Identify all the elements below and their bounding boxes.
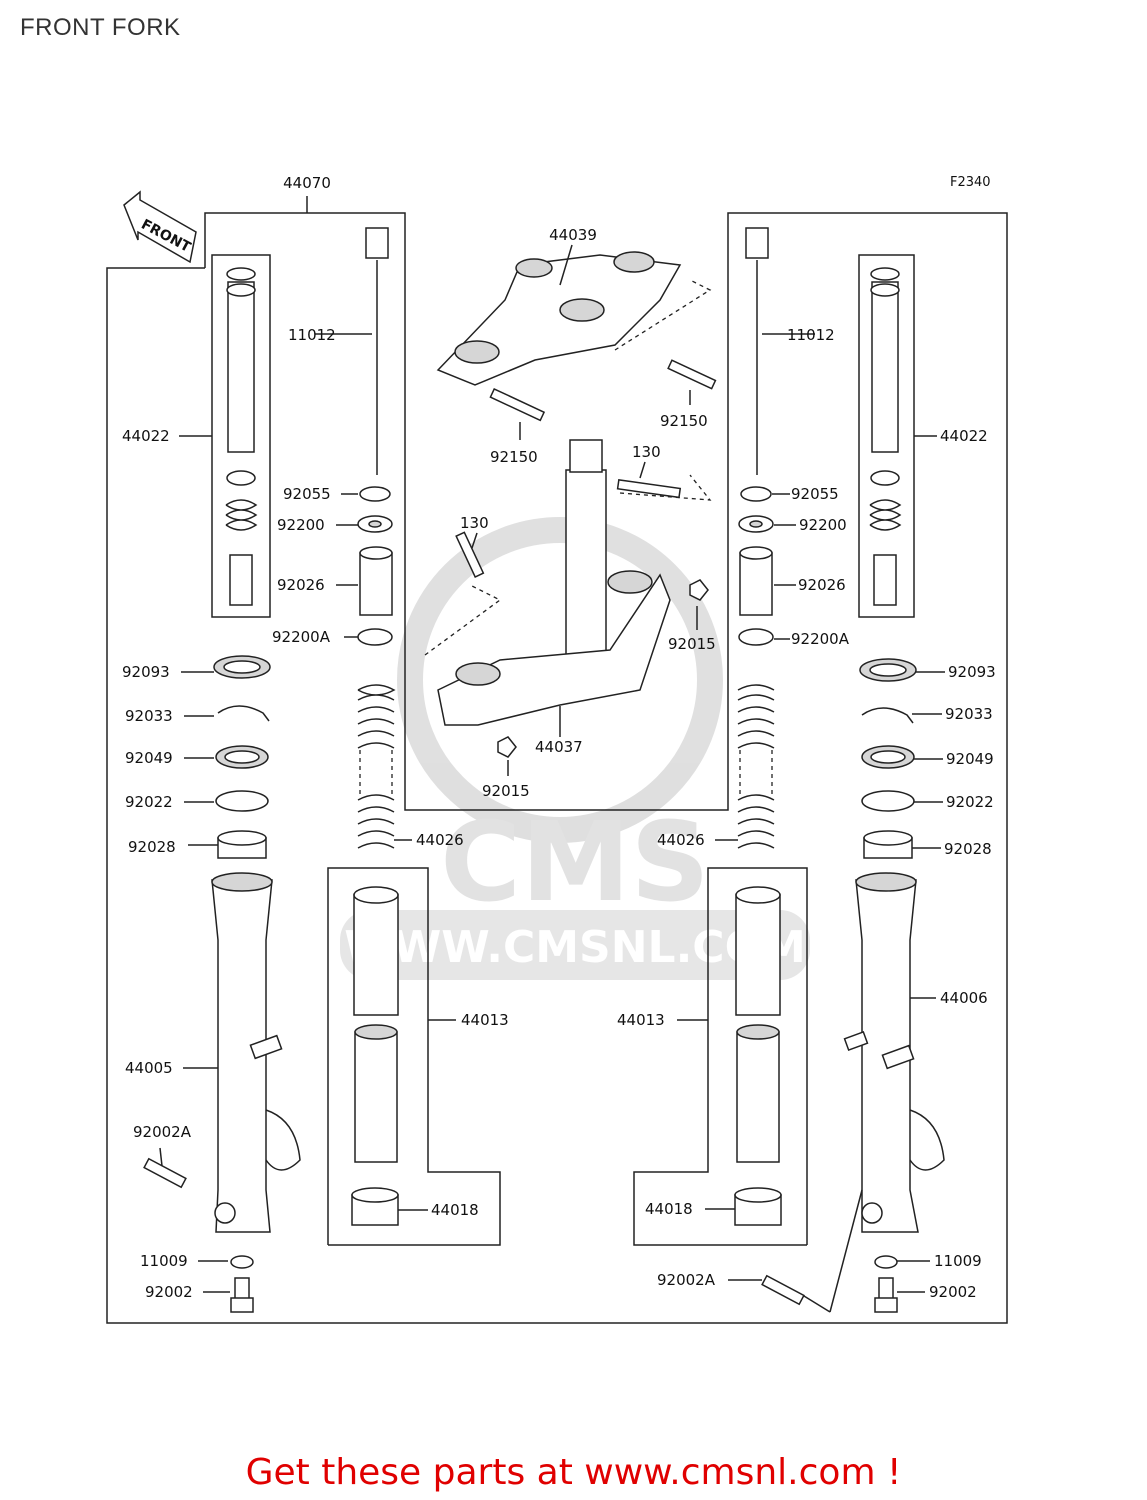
callout-92002-right: 92002 bbox=[929, 1283, 977, 1301]
callout-44039: 44039 bbox=[549, 226, 597, 244]
callout-92055-right: 92055 bbox=[791, 485, 839, 503]
watermark-logo: CMS bbox=[440, 798, 709, 926]
callout-44022-left: 44022 bbox=[122, 427, 170, 445]
callout-44006: 44006 bbox=[940, 989, 988, 1007]
callout-92015-upper: 92015 bbox=[668, 635, 716, 653]
callout-92200-right: 92200 bbox=[799, 516, 847, 534]
watermark: CMS WWW.CMSNL.COM bbox=[340, 517, 810, 980]
callout-92033-left: 92033 bbox=[125, 707, 173, 725]
callout-92022-right: 92022 bbox=[946, 793, 994, 811]
callout-92002A-right: 92002A bbox=[657, 1271, 716, 1289]
callout-11009-right: 11009 bbox=[934, 1252, 982, 1270]
callout-11012-left: 11012 bbox=[288, 326, 336, 344]
callout-92093-left: 92093 bbox=[122, 663, 170, 681]
diagram-ref: F2340 bbox=[950, 175, 991, 190]
page-title: FRONT FORK bbox=[20, 14, 181, 41]
callout-92002A-left: 92002A bbox=[133, 1123, 192, 1141]
callout-92026-left: 92026 bbox=[277, 576, 325, 594]
callout-92150-left: 92150 bbox=[490, 448, 538, 466]
callout-44013-right: 44013 bbox=[617, 1011, 665, 1029]
callout-92028-left: 92028 bbox=[128, 838, 176, 856]
callout-130-left: 130 bbox=[460, 514, 489, 532]
callout-44022-right: 44022 bbox=[940, 427, 988, 445]
callout-130-right: 130 bbox=[632, 443, 661, 461]
callout-92055-left: 92055 bbox=[283, 485, 331, 503]
assembly-frame bbox=[106, 212, 1008, 1324]
callout-92200A-right: 92200A bbox=[791, 630, 850, 648]
watermark-url: WWW.CMSNL.COM bbox=[344, 922, 806, 973]
callout-92093-right: 92093 bbox=[948, 663, 996, 681]
callouts: 44070 44039 11012 11012 44022 44022 9215… bbox=[122, 174, 996, 1301]
callout-44013-left: 44013 bbox=[461, 1011, 509, 1029]
callout-44005: 44005 bbox=[125, 1059, 173, 1077]
callout-44070: 44070 bbox=[283, 174, 331, 192]
callout-92022-left: 92022 bbox=[125, 793, 173, 811]
callout-92049-right: 92049 bbox=[946, 750, 994, 768]
callout-92002-left: 92002 bbox=[145, 1283, 193, 1301]
callout-11012-right: 11012 bbox=[787, 326, 835, 344]
callout-44026-right: 44026 bbox=[657, 831, 705, 849]
front-arrow-icon: FRONT bbox=[123, 190, 197, 264]
callout-44018-left: 44018 bbox=[431, 1201, 479, 1219]
callout-11009-left: 11009 bbox=[140, 1252, 188, 1270]
upper-clamp-44039 bbox=[436, 251, 712, 386]
callout-44037: 44037 bbox=[535, 738, 583, 756]
callout-44018-right: 44018 bbox=[645, 1200, 693, 1218]
promo-banner[interactable]: Get these parts at www.cmsnl.com ! bbox=[245, 1452, 902, 1493]
callout-92033-right: 92033 bbox=[945, 705, 993, 723]
callout-92049-left: 92049 bbox=[125, 749, 173, 767]
callout-92028-right: 92028 bbox=[944, 840, 992, 858]
callout-92150-right: 92150 bbox=[660, 412, 708, 430]
callout-44026-left: 44026 bbox=[416, 831, 464, 849]
stem-lower-clamp-44037 bbox=[424, 439, 712, 726]
callout-92200A-left: 92200A bbox=[272, 628, 331, 646]
callout-92200-left: 92200 bbox=[277, 516, 325, 534]
callout-92026-right: 92026 bbox=[798, 576, 846, 594]
callout-92015-lower: 92015 bbox=[482, 782, 530, 800]
